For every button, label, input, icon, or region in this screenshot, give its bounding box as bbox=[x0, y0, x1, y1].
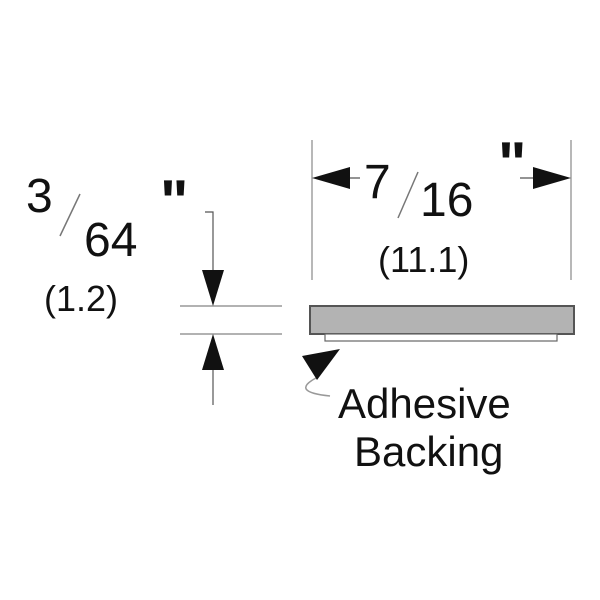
callout-leader-curve bbox=[305, 377, 331, 397]
callout-arrow-icon bbox=[302, 349, 340, 380]
thickness-metric: (1.2) bbox=[44, 278, 118, 319]
part-profile bbox=[309, 305, 575, 342]
thickness-denominator: 64 bbox=[84, 214, 137, 267]
adhesive-backing-layer bbox=[324, 333, 558, 342]
arrow-left-icon bbox=[312, 167, 350, 189]
arrow-right-icon bbox=[533, 167, 571, 189]
callout-line2: Backing bbox=[354, 428, 503, 475]
adhesive-callout: Adhesive Backing bbox=[302, 349, 511, 475]
width-dimension: 7 16 " (11.1) bbox=[311, 130, 572, 280]
thickness-dimension: 3 64 " (1.2) bbox=[26, 168, 282, 405]
width-unit: " bbox=[498, 130, 526, 197]
thickness-leader-top bbox=[205, 211, 214, 280]
width-numerator: 7 bbox=[364, 156, 391, 209]
width-fraction-slash bbox=[397, 171, 419, 219]
callout-line1: Adhesive bbox=[338, 380, 511, 427]
plate bbox=[309, 305, 575, 335]
thickness-fraction-slash bbox=[59, 193, 81, 237]
width-denominator: 16 bbox=[420, 174, 473, 227]
arrow-up-icon bbox=[202, 334, 224, 370]
thickness-unit: " bbox=[160, 168, 188, 235]
arrow-down-icon bbox=[202, 270, 224, 306]
thickness-numerator: 3 bbox=[26, 170, 53, 223]
width-metric: (11.1) bbox=[378, 239, 469, 280]
